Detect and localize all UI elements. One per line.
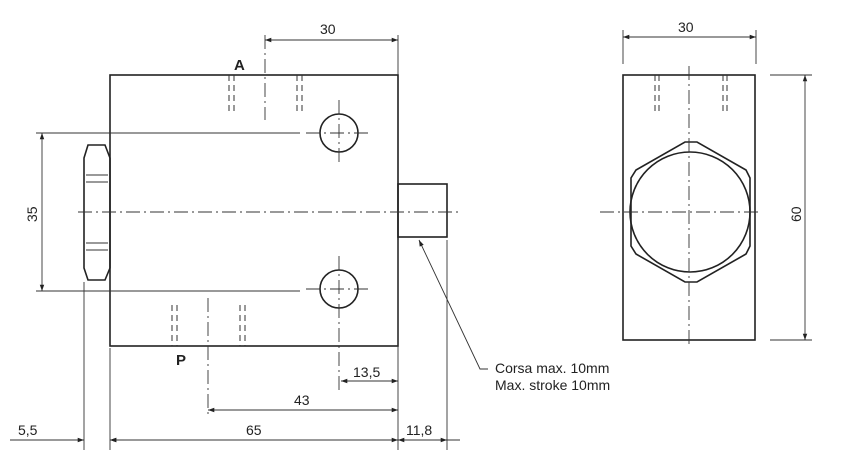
port-a-label: A (234, 57, 245, 74)
plunger-pin (397, 183, 448, 238)
dim-width-30: 30 (678, 19, 694, 35)
dim-13-5: 13,5 (353, 364, 380, 380)
end-view-centerlines (600, 66, 762, 348)
hex-nut (83, 144, 111, 281)
hidden-port-lines (171, 75, 303, 346)
dim-35: 35 (24, 206, 40, 222)
dim-top-30: 30 (320, 21, 336, 37)
centerlines (78, 35, 462, 418)
dim-height-60: 60 (788, 206, 804, 222)
stroke-note-en: Max. stroke 10mm (495, 377, 610, 393)
dim-5-5: 5,5 (18, 422, 38, 438)
end-view-hidden-lines (654, 75, 728, 115)
valve-body (109, 74, 399, 347)
dim-43: 43 (294, 392, 310, 408)
dim-65: 65 (246, 422, 262, 438)
extension-lines (36, 35, 448, 450)
stroke-leader-line (418, 239, 488, 370)
hex-plug (630, 141, 751, 283)
end-view: 30 60 (600, 19, 812, 348)
port-p-label: P (176, 352, 186, 369)
stroke-note-it: Corsa max. 10mm (495, 360, 609, 376)
side-view: A P 30 35 13,5 43 65 5,5 11,8 Corsa max.… (10, 21, 610, 450)
dim-11-8: 11,8 (406, 422, 432, 438)
